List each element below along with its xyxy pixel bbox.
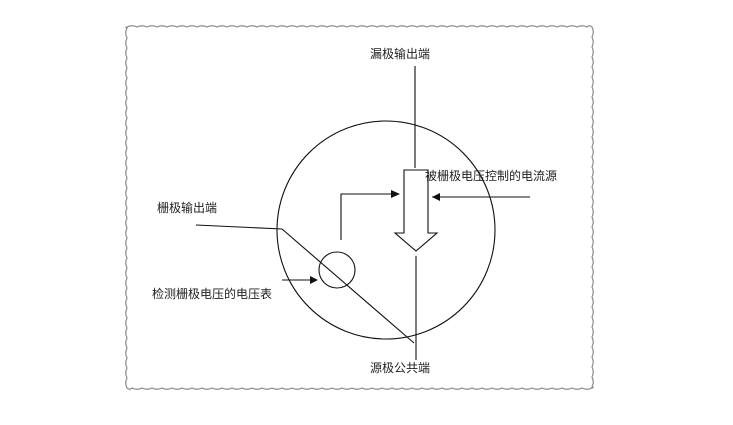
current-source-arrow: [393, 169, 439, 252]
source-common-label: 源极公共端: [370, 361, 430, 375]
current-source-label: 被栅极电压控制的电流源: [425, 168, 557, 183]
gate-diagonal-line: [281, 228, 415, 344]
device-circle: [276, 120, 496, 340]
voltmeter-circle: [318, 251, 356, 289]
control-path-arrowhead: [391, 190, 400, 198]
drain-output-label: 漏极输出端: [370, 46, 430, 61]
voltmeter-pointer-head: [310, 276, 318, 284]
current-source-pointer-head: [432, 193, 440, 201]
gate-output-label: 栅极输出端: [157, 200, 217, 215]
wavy-frame-border: [125, 25, 594, 390]
gate-output-line: [195, 224, 283, 230]
voltmeter-label: 检测栅极电压的电压表: [152, 286, 272, 301]
control-path-line: [340, 193, 395, 240]
